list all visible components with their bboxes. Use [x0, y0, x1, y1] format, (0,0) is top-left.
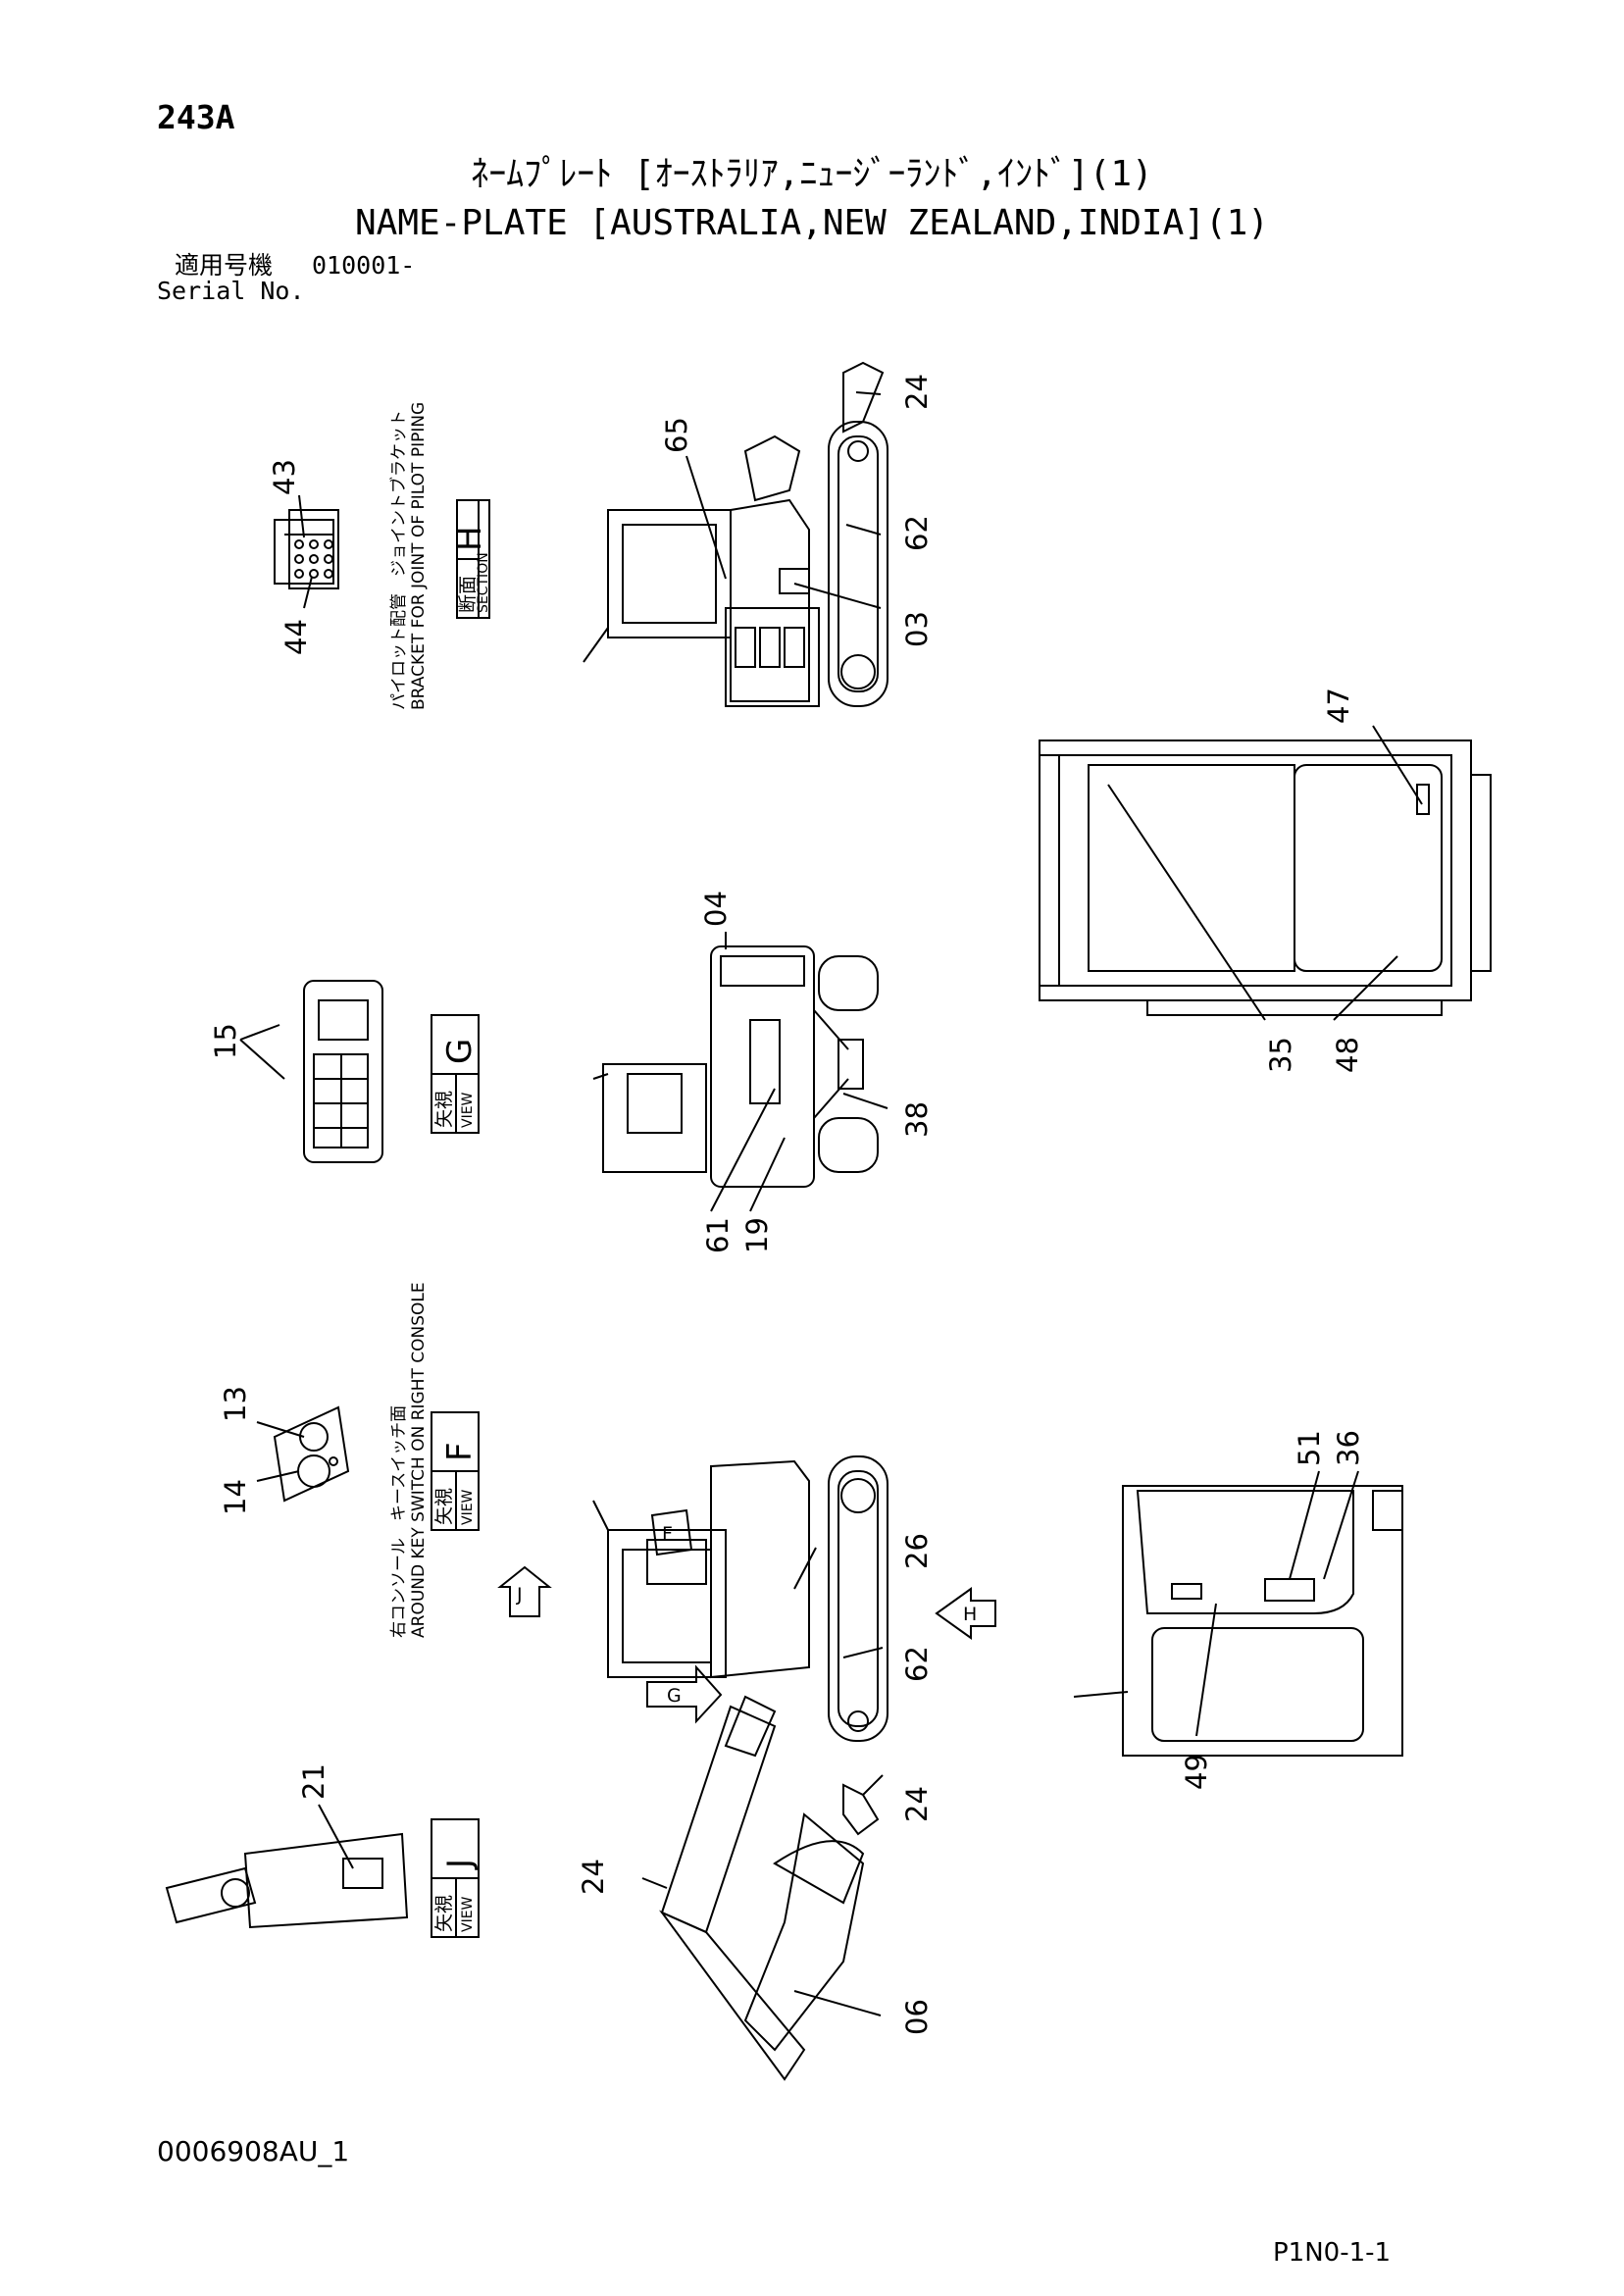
section-h-letter: H [450, 526, 489, 551]
view-g-kind-en: VIEW [460, 1092, 476, 1128]
callout-38: 38 [900, 1101, 934, 1138]
section-h-caption-en: BRACKET FOR JOINT OF PILOT PIPING [409, 402, 429, 710]
callout-36: 36 [1332, 1430, 1365, 1466]
machine-rear-view [592, 945, 879, 1188]
view-j-kind-en: VIEW [460, 1896, 476, 1932]
page-code: 243A [157, 98, 235, 136]
serial-label-english: Serial No. [157, 277, 305, 305]
bracket-detail-drawing [274, 509, 339, 589]
callout-35: 35 [1264, 1037, 1297, 1073]
view-f-caption-en: AROUND KEY SWITCH ON RIGHT CONSOLE [409, 1282, 429, 1638]
callout-21: 21 [297, 1763, 330, 1800]
machine-side-view-top [583, 361, 888, 707]
callout-43: 43 [268, 459, 301, 495]
callout-62-bottom: 62 [900, 1646, 934, 1682]
callout-19: 19 [740, 1217, 774, 1253]
serial-label-japanese: 適用号機 [175, 251, 274, 280]
section-h-kind-jp: 断面 [457, 576, 479, 613]
view-arrow-h: H [935, 1587, 996, 1640]
view-arrow-j: J [497, 1565, 552, 1617]
callout-24-left: 24 [577, 1859, 610, 1895]
callout-06: 06 [900, 1999, 934, 2035]
view-j-letter: J [440, 1859, 480, 1870]
view-f-letter: F [440, 1442, 480, 1461]
view-f-kind-jp: 矢視 [433, 1488, 455, 1525]
document-number: 0006908AU_1 [157, 2135, 350, 2168]
view-j-kind-jp: 矢視 [433, 1895, 455, 1932]
callout-13: 13 [219, 1386, 252, 1422]
callout-03: 03 [900, 611, 934, 647]
callout-47: 47 [1322, 688, 1355, 724]
section-h-caption-jp: パイロット配管 ジョイントブラケット [388, 410, 409, 710]
title-english: NAME-PLATE [AUSTRALIA,NEW ZEALAND,INDIA]… [355, 203, 1269, 243]
view-j-label-box: 矢視 VIEW J [431, 1818, 480, 1938]
svg-text:J: J [516, 1584, 523, 1606]
view-f-label-box: 矢視 VIEW F [431, 1411, 480, 1531]
title-japanese: ﾈｰﾑﾌﾟﾚｰﾄ [ｵｰｽﾄﾗﾘｱ,ﾆｭｰｼﾞｰﾗﾝﾄﾞ,ｲﾝﾄﾞ](1) [471, 154, 1153, 194]
view-g-console-drawing [303, 980, 383, 1163]
svg-text:H: H [963, 1604, 977, 1625]
callout-49: 49 [1180, 1754, 1213, 1790]
callout-24-top: 24 [900, 374, 934, 410]
cab-side-view [1073, 1485, 1403, 1757]
callout-04: 04 [699, 891, 733, 927]
section-h-kind-en: SECTION [476, 552, 491, 613]
callout-51: 51 [1293, 1430, 1326, 1466]
svg-text:G: G [667, 1685, 682, 1707]
callout-14: 14 [219, 1479, 252, 1515]
machine-side-view-boom [592, 1455, 888, 2081]
section-h-label-box: 断面 SECTION H [450, 499, 491, 619]
callout-48: 48 [1331, 1037, 1364, 1073]
svg-text:F: F [662, 1523, 673, 1545]
view-f-keyswitch-drawing [273, 1405, 350, 1503]
callout-15: 15 [209, 1023, 242, 1059]
cab-top-view [1039, 740, 1492, 1016]
view-g-label-box: 矢視 VIEW G [431, 1014, 480, 1134]
view-arrow-g: G [646, 1664, 723, 1724]
callout-62-top: 62 [900, 515, 934, 551]
callout-65: 65 [660, 417, 693, 453]
view-f-kind-en: VIEW [460, 1489, 476, 1525]
callout-26: 26 [900, 1533, 934, 1569]
page-reference: P1N0-1-1 [1273, 2238, 1392, 2268]
callout-61: 61 [701, 1217, 735, 1253]
view-arrow-f: F [650, 1508, 693, 1556]
serial-number-value: 010001- [312, 251, 416, 280]
view-g-letter: G [440, 1039, 480, 1064]
view-g-kind-jp: 矢視 [433, 1091, 455, 1128]
view-j-lever-drawing [165, 1832, 409, 1929]
callout-24-right: 24 [900, 1786, 934, 1822]
callout-44: 44 [279, 619, 313, 655]
view-f-caption-jp: 右コンソール キースイッチ面 [389, 1405, 409, 1638]
